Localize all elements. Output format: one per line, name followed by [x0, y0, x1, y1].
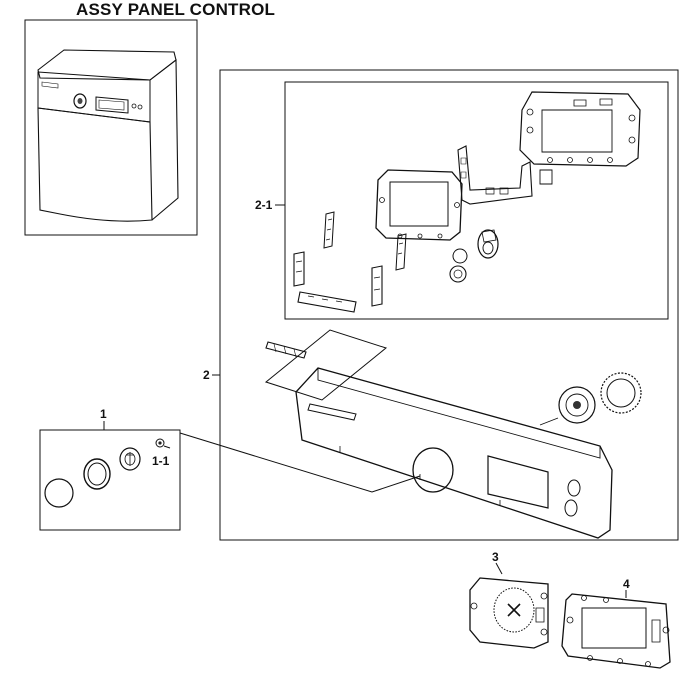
assembly-2-frame	[220, 70, 678, 540]
assembly-4-group	[562, 590, 670, 668]
assembly-2-group	[212, 70, 678, 540]
assembly-1-connector-line	[180, 433, 420, 492]
display-frame-illustration	[376, 170, 462, 240]
encoder-parts-illustration	[450, 230, 498, 282]
control-panel-illustration	[296, 368, 612, 538]
dial-knob-illustration	[540, 373, 641, 425]
callout-label-2-1: 2-1	[255, 198, 273, 212]
dryer-illustration	[38, 50, 178, 221]
appliance-overview-frame	[25, 20, 197, 235]
assembly-1-group	[40, 421, 180, 530]
key-caps-illustration	[294, 212, 406, 312]
pcb-board-illustration	[520, 92, 640, 166]
assembly-1-frame	[40, 430, 180, 530]
assembly-1-1-leader	[164, 446, 170, 448]
diagram-title: ASSY PANEL CONTROL	[76, 0, 276, 19]
callout-label-1: 1	[100, 407, 107, 421]
connector-strip-illustration	[458, 146, 552, 204]
assembly-3-leader	[496, 563, 502, 574]
knob-assembly-illustration	[45, 439, 164, 507]
assembly-4-board-illustration	[562, 594, 670, 668]
assembly-3-group	[470, 563, 548, 648]
callout-label-4: 4	[623, 577, 630, 591]
assembly-3-board-illustration	[470, 578, 548, 648]
callout-label-2: 2	[203, 368, 210, 382]
callout-label-3: 3	[492, 550, 499, 564]
appliance-overview	[25, 20, 197, 235]
window-sheet-illustration	[266, 330, 386, 400]
callout-label-1-1: 1-1	[152, 454, 170, 468]
assembly-2-1-frame	[285, 82, 668, 319]
